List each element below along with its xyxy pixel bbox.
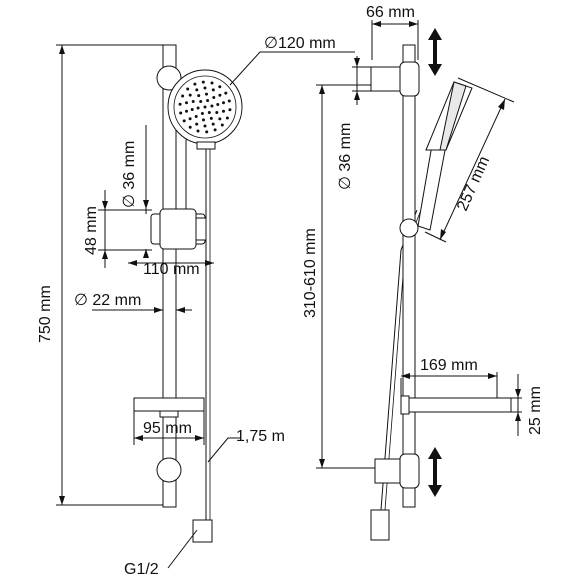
- side-view: 66 mm ∅ 36 mm 310-610 mm: [302, 4, 544, 541]
- nozzle-dot: [186, 87, 190, 91]
- rail-side: [402, 44, 416, 508]
- label-diam-36-left: ∅ 36 mm: [121, 141, 138, 208]
- nozzle-dot: [203, 105, 207, 109]
- nozzle-dot: [218, 117, 222, 121]
- nozzle-dot: [212, 96, 216, 99]
- nozzle-dot: [216, 103, 220, 106]
- nozzle-dot: [207, 111, 211, 114]
- label-diam-120: ∅120 mm: [264, 35, 336, 52]
- nozzle-dot: [218, 93, 222, 97]
- nozzle-dot: [227, 99, 231, 103]
- label-48: 48 mm: [83, 206, 100, 255]
- nozzle-dot: [195, 122, 199, 126]
- nozzle-dot: [205, 92, 208, 96]
- dim-169: [400, 372, 498, 398]
- nozzle-dot: [211, 122, 215, 126]
- top-bracket-side: [370, 61, 420, 97]
- nozzle-dot: [181, 94, 185, 98]
- label-750: 750 mm: [37, 285, 54, 343]
- hand-shower-side: [417, 81, 473, 231]
- nozzle-dot: [188, 125, 192, 129]
- nozzle-dot: [194, 115, 198, 118]
- label-257: 257 mm: [454, 154, 493, 214]
- nozzle-dot: [197, 94, 201, 98]
- dim-66: [371, 20, 419, 60]
- dim-36-left: [143, 125, 149, 258]
- dim-36-right: [352, 56, 372, 105]
- nozzle-dot: [203, 86, 207, 90]
- dim-310-610: [316, 84, 378, 469]
- adjust-arrow-bottom: [428, 447, 442, 497]
- nozzle-dot: [228, 108, 232, 112]
- nozzle-dot: [196, 129, 200, 133]
- nozzle-dot: [196, 106, 200, 110]
- nozzle-dot: [213, 128, 217, 132]
- adjust-arrow-top: [428, 28, 442, 76]
- dim-95: [133, 411, 205, 445]
- hose-connector-side: [370, 509, 390, 541]
- nozzle-dot: [182, 119, 186, 123]
- nozzle-dot: [179, 111, 183, 115]
- nozzle-dot: [211, 88, 215, 92]
- label-diam-22: ∅ 22 mm: [74, 292, 141, 309]
- nozzle-dot: [225, 116, 229, 120]
- dim-25: [498, 374, 522, 436]
- nozzle-dot: [191, 100, 195, 103]
- nozzle-dot: [222, 101, 225, 105]
- nozzle-dot: [210, 81, 214, 85]
- nozzle-dot: [199, 100, 203, 103]
- nozzle-dot: [215, 111, 219, 114]
- nozzle-dot: [224, 91, 228, 95]
- label-95: 95 mm: [143, 420, 192, 437]
- shower-head-front: [167, 69, 243, 150]
- nozzle-dot: [220, 123, 224, 127]
- soap-dish-side: [400, 395, 512, 415]
- label-66: 66 mm: [366, 4, 415, 21]
- nozzle-dot: [190, 108, 194, 111]
- nozzle-dot: [185, 109, 188, 113]
- rail-front: [162, 44, 177, 508]
- leader-thread: [167, 529, 198, 569]
- label-thread: G1/2: [124, 561, 159, 578]
- nozzle-dot: [210, 104, 214, 108]
- slider-joint-side: [399, 218, 419, 238]
- dim-22: [92, 307, 192, 313]
- leader-120: [229, 51, 355, 86]
- nozzle-dot: [203, 124, 207, 128]
- hose-connector: [192, 519, 213, 543]
- nozzle-dot: [200, 112, 204, 115]
- nozzle-dot: [201, 80, 205, 84]
- shower-head-nozzles: [178, 80, 232, 134]
- dim-257: [424, 77, 515, 243]
- bottom-bracket-side: [374, 453, 420, 489]
- nozzle-dot: [202, 118, 205, 122]
- bottom-bracket-front: [156, 457, 182, 483]
- label-25: 25 mm: [527, 386, 544, 435]
- nozzle-dot: [188, 93, 192, 97]
- nozzle-dot: [195, 88, 199, 92]
- label-310-610: 310-610 mm: [302, 228, 319, 318]
- nozzle-dot: [209, 116, 213, 120]
- nozzle-dot: [185, 101, 188, 105]
- nozzle-dot: [188, 117, 192, 121]
- label-110: 110 mm: [143, 261, 200, 278]
- nozzle-dot: [222, 109, 225, 113]
- nozzle-dot: [178, 102, 182, 106]
- slider-holder-front: [150, 208, 207, 250]
- label-diam-36-right: ∅ 36 mm: [337, 123, 354, 190]
- soap-dish-front: [133, 397, 205, 418]
- dim-750: [56, 44, 163, 506]
- nozzle-dot: [218, 85, 222, 89]
- nozzle-dot: [206, 99, 210, 102]
- label-hose-length: 1,75 m: [236, 428, 285, 445]
- top-bracket-front: [156, 65, 182, 91]
- nozzle-dot: [193, 82, 197, 86]
- label-169: 169 mm: [420, 357, 478, 374]
- front-view: 750 mm ∅120 mm ∅ 36 mm 48 mm 110 mm: [37, 35, 355, 578]
- nozzle-dot: [205, 130, 209, 134]
- dim-48: [98, 190, 152, 268]
- leader-hose: [207, 437, 240, 463]
- dim-110: [128, 260, 214, 266]
